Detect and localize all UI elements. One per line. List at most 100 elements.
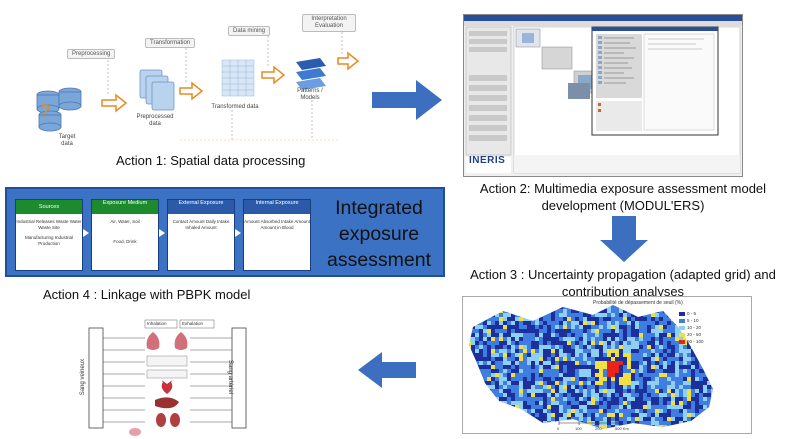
map-cell	[719, 401, 723, 405]
map-cell	[535, 369, 539, 373]
map-cell	[695, 421, 699, 425]
map-cell	[479, 317, 483, 321]
map-cell	[643, 377, 647, 381]
map-cell	[475, 421, 479, 425]
map-cell	[619, 377, 623, 381]
map-cell	[595, 341, 599, 345]
map-cell	[483, 345, 487, 349]
map-cell	[611, 353, 615, 357]
map-cell	[591, 377, 595, 381]
map-cell	[651, 413, 655, 417]
map-cell	[659, 309, 663, 313]
map-cell	[563, 413, 567, 417]
stage-exposure-medium-item: Food, Drink	[113, 238, 137, 244]
map-cell	[463, 349, 467, 353]
map-cell	[691, 429, 695, 433]
map-cell	[627, 373, 631, 377]
map-cell	[611, 401, 615, 405]
map-cell	[511, 425, 515, 429]
map-cell	[599, 377, 603, 381]
map-cell	[583, 361, 587, 365]
map-cell	[559, 413, 563, 417]
map-cell	[663, 317, 667, 321]
map-cell	[555, 309, 559, 313]
map-cell	[471, 297, 475, 301]
map-cell	[499, 417, 503, 421]
map-cell	[707, 377, 711, 381]
map-cell	[651, 361, 655, 365]
map-cell	[527, 413, 531, 417]
map-cell	[559, 313, 563, 317]
map-cell	[707, 397, 711, 401]
map-cell	[707, 409, 711, 413]
map-cell	[671, 329, 675, 333]
map-cell	[659, 405, 663, 409]
map-cell	[531, 373, 535, 377]
map-cell	[575, 417, 579, 421]
map-cell	[495, 377, 499, 381]
map-cell	[623, 377, 627, 381]
map-cell	[559, 309, 563, 313]
map-cell	[475, 353, 479, 357]
map-cell	[695, 409, 699, 413]
map-cell	[691, 417, 695, 421]
map-cell	[643, 417, 647, 421]
map-cell	[523, 365, 527, 369]
map-cell	[523, 309, 527, 313]
svg-text:?: ?	[40, 101, 50, 121]
map-cell	[515, 377, 519, 381]
map-cell	[615, 373, 619, 377]
map-cell	[579, 305, 583, 309]
map-cell	[495, 297, 499, 301]
map-cell	[643, 405, 647, 409]
map-cell	[555, 369, 559, 373]
map-cell	[523, 305, 527, 309]
map-cell	[515, 353, 519, 357]
map-cell	[635, 393, 639, 397]
map-cell	[631, 345, 635, 349]
map-cell	[599, 373, 603, 377]
map-cell	[703, 357, 707, 361]
map-cell	[587, 357, 591, 361]
map-cell	[659, 393, 663, 397]
map-cell	[639, 313, 643, 317]
map-cell	[703, 297, 707, 301]
map-cell	[627, 333, 631, 337]
map-cell	[595, 413, 599, 417]
map-cell	[487, 421, 491, 425]
map-cell	[667, 401, 671, 405]
map-cell	[623, 349, 627, 353]
stage-external-exposure: External Exposure Contact Amount Daily I…	[167, 199, 235, 271]
map-cell	[495, 401, 499, 405]
map-cell	[647, 365, 651, 369]
map-cell	[583, 297, 587, 301]
map-cell	[703, 305, 707, 309]
map-cell	[699, 365, 703, 369]
map-cell	[531, 321, 535, 325]
map-cell	[535, 425, 539, 429]
map-cell	[711, 365, 713, 369]
map-cell	[611, 309, 615, 313]
map-cell	[595, 417, 599, 421]
map-cell	[603, 325, 607, 329]
map-cell	[535, 361, 539, 365]
map-cell	[595, 425, 599, 429]
map-cell	[651, 425, 655, 429]
map-cell	[511, 305, 515, 309]
map-cell	[515, 313, 519, 317]
map-cell	[575, 389, 579, 393]
map-cell	[491, 317, 495, 321]
map-cell	[463, 301, 467, 305]
map-cell	[635, 349, 639, 353]
map-cell	[467, 429, 471, 433]
map-cell	[531, 309, 535, 313]
map-cell	[659, 325, 663, 329]
map-cell	[469, 425, 471, 429]
map-cell	[475, 393, 479, 397]
map-cell	[555, 353, 559, 357]
map-cell	[715, 389, 719, 393]
map-cell	[535, 345, 539, 349]
pbpk-diagram: Inhalation Exhalation Sang veineux Sang …	[80, 308, 250, 436]
map-cell	[531, 337, 535, 341]
map-cell	[603, 385, 607, 389]
